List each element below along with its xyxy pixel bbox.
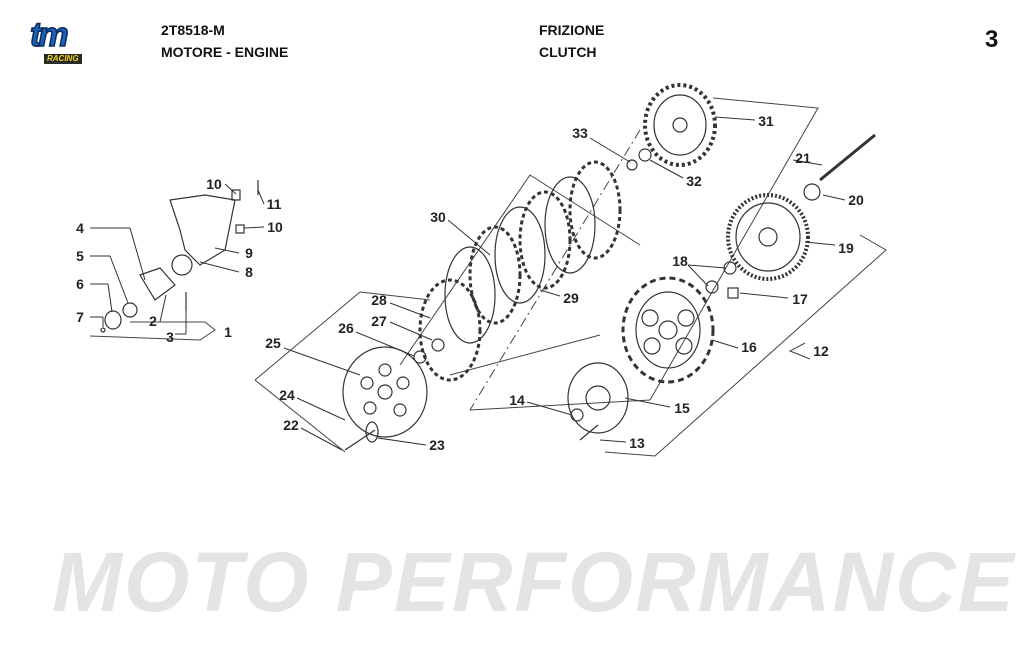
callout-6: 6 (76, 276, 84, 292)
leader-lines (90, 116, 846, 451)
callout-21: 21 (795, 150, 811, 166)
part-13-screw (579, 424, 599, 441)
clutch-plates (418, 160, 622, 382)
page-number: 3 (985, 26, 999, 53)
part-21-pushrod (819, 133, 876, 182)
title-english: CLUTCH (539, 44, 597, 60)
callout-26: 26 (338, 320, 354, 336)
callout-13: 13 (629, 435, 645, 451)
callout-11: 11 (266, 196, 282, 212)
callout-33: 33 (572, 125, 588, 141)
callout-19: 19 (838, 240, 854, 256)
callout-5: 5 (76, 248, 84, 264)
callout-16: 16 (741, 339, 757, 355)
callout-27: 27 (371, 313, 387, 329)
part-26-hub-nut (431, 338, 445, 352)
callout-28: 28 (371, 292, 387, 308)
part-23-spring (365, 421, 379, 443)
callout-20: 20 (848, 192, 864, 208)
callout-8: 8 (245, 264, 253, 280)
callout-14: 14 (509, 392, 525, 408)
callout-3: 3 (166, 329, 174, 345)
watermark: MOTO PERFORMANCE (52, 535, 1016, 629)
callout-15: 15 (674, 400, 690, 416)
callout-32: 32 (686, 173, 702, 189)
callout-1: 1 (224, 324, 232, 340)
part-19-gear (726, 193, 810, 281)
callout-17: 17 (792, 291, 808, 307)
callout-24: 24 (279, 387, 295, 403)
part-25-washer (413, 350, 427, 364)
callout-12: 12 (813, 343, 829, 359)
callout-30: 30 (430, 209, 446, 225)
callout-29: 29 (563, 290, 579, 306)
callout-7: 7 (76, 309, 84, 325)
part-32-washer (638, 148, 652, 162)
callout-18: 18 (672, 253, 688, 269)
part-31-gear (643, 83, 717, 167)
callout-9: 9 (245, 245, 253, 261)
callout-10a: 10 (206, 176, 222, 192)
part-14-washer (570, 408, 584, 422)
callout-31: 31 (758, 113, 774, 129)
part-code: 2T8518-M (161, 22, 225, 38)
callout-25: 25 (265, 335, 281, 351)
callout-23: 23 (429, 437, 445, 453)
callout-2: 2 (149, 313, 157, 329)
callout-4: 4 (76, 220, 84, 236)
part-24-pressure-plate (342, 346, 428, 438)
part-15-plate (567, 362, 629, 434)
tm-racing-logo: tm RACING (26, 17, 114, 68)
callout-10b: 10 (267, 219, 283, 235)
part-18-bearing-b (705, 280, 719, 294)
title-italian: FRIZIONE (539, 22, 605, 38)
part-22-bolt (344, 429, 376, 451)
part-16-clutch-basket (621, 276, 715, 384)
callout-22: 22 (283, 417, 299, 433)
group-title: MOTORE - ENGINE (161, 44, 289, 60)
left-lever-assembly (100, 180, 259, 333)
part-20-washer (803, 183, 821, 201)
part-33-nut (626, 159, 638, 171)
part-17-spacer (727, 287, 739, 299)
